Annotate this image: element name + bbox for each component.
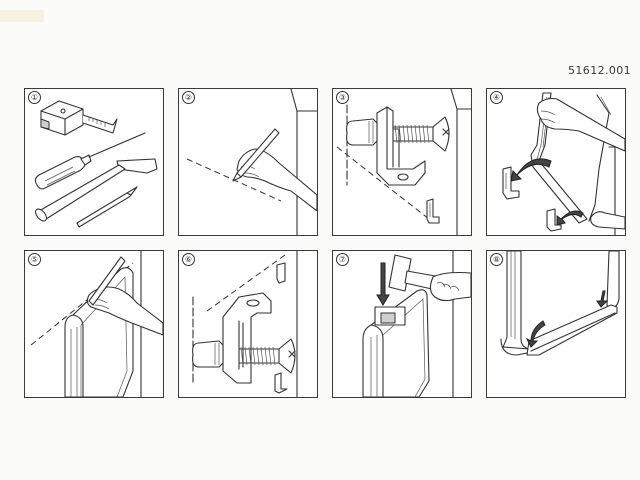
- bracket-icon: [376, 106, 426, 186]
- board-icon: [362, 289, 430, 397]
- tape-measure-icon: [40, 100, 118, 136]
- step-number: ④: [490, 91, 503, 104]
- arrow-icon: [525, 290, 609, 348]
- bracket-icon: [222, 292, 272, 384]
- small-bracket-icon: [274, 262, 288, 394]
- step-number: ⑥: [182, 253, 195, 266]
- tray-icon: [526, 304, 618, 356]
- step-number: ③: [336, 91, 349, 104]
- step-panel-5: ⑤: [24, 250, 164, 398]
- step-number: ⑧: [490, 253, 503, 266]
- bracket-icon: [502, 166, 562, 232]
- scan-tint: [0, 10, 44, 22]
- step-number: ①: [28, 91, 41, 104]
- wall-corner: [290, 89, 317, 235]
- screwdriver-icon: [34, 132, 146, 190]
- dashed-level-line: [206, 254, 286, 312]
- wall-corner: [450, 89, 471, 235]
- step-panel-2: ②: [178, 88, 318, 236]
- step-number: ⑤: [28, 253, 41, 266]
- step-panel-7: ⑦: [332, 250, 472, 398]
- hammer-bracket-illustration: [362, 251, 471, 397]
- dashed-level-line: [30, 262, 134, 346]
- pencil-icon: [76, 186, 138, 228]
- tools-illustration: [34, 100, 158, 228]
- step-panel-8: ⑧: [486, 250, 626, 398]
- pencil-icon: [88, 256, 126, 306]
- document-code: 51612.001: [568, 64, 632, 77]
- pencil-icon: [232, 128, 280, 182]
- bracket-fixing-illustration: [336, 89, 471, 235]
- hang-board-illustration: [502, 92, 625, 235]
- wall-plug-icon: [346, 118, 378, 146]
- screw-icon: [392, 116, 450, 152]
- wall-plug-icon: [192, 340, 224, 368]
- arrow-icon: [510, 158, 584, 226]
- hand-icon: [536, 97, 625, 230]
- tray-attach-illustration: [500, 251, 620, 356]
- hand-icon: [429, 271, 471, 302]
- hammer-icon: [35, 158, 158, 222]
- step-panel-6: ⑥: [178, 250, 318, 398]
- mark-line-illustration: [186, 89, 317, 235]
- arrow-down-icon: [376, 262, 390, 306]
- mark-top-illustration: [30, 251, 163, 397]
- step-panel-1: ①: [24, 88, 164, 236]
- step-number: ②: [182, 91, 195, 104]
- screw-icon: [238, 338, 296, 374]
- step-panel-3: ③: [332, 88, 472, 236]
- step-number: ⑦: [336, 253, 349, 266]
- step-panel-4: ④: [486, 88, 626, 236]
- small-bracket-icon: [426, 198, 440, 224]
- top-bracket-illustration: [192, 251, 298, 397]
- bracket-icon: [374, 306, 406, 326]
